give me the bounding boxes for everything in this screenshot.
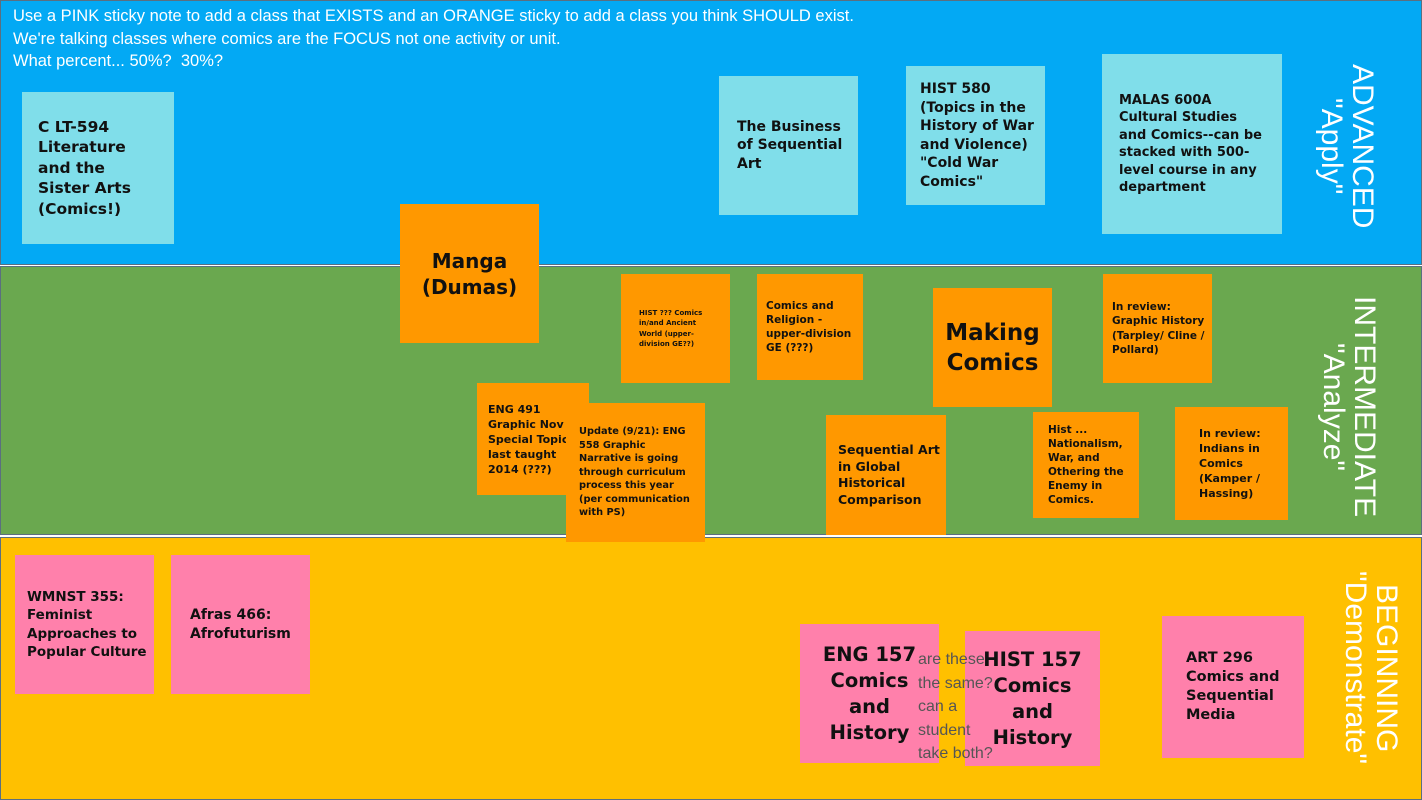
advanced-label-line2: "Apply": [1315, 97, 1348, 195]
instruction-line-1: Use a PINK sticky note to add a class th…: [13, 7, 854, 25]
sticky-note[interactable]: MALAS 600A Cultural Studies and Comics--…: [1102, 54, 1282, 234]
note-text: Hist ... Nationalism, War, and Othering …: [1048, 424, 1124, 506]
sticky-note[interactable]: Update (9/21): ENG 558 Graphic Narrative…: [566, 403, 705, 542]
sticky-note[interactable]: ART 296 Comics and Sequential Media: [1162, 616, 1304, 758]
sticky-note[interactable]: In review: Graphic History (Tarpley/ Cli…: [1103, 274, 1212, 383]
sticky-note[interactable]: Manga (Dumas): [400, 204, 539, 343]
sticky-note[interactable]: C LT-594 Literature and the Sister Arts …: [22, 92, 174, 244]
note-text: Comics and Religion - upper-division GE …: [766, 300, 852, 354]
sticky-note[interactable]: HIST 580 (Topics in the History of War a…: [906, 66, 1045, 205]
note-text: HIST 580 (Topics in the History of War a…: [920, 81, 1034, 190]
beginning-label: BEGINNING"Demonstrate": [1339, 568, 1403, 768]
instructions: Use a PINK sticky note to add a class th…: [13, 5, 854, 73]
note-text: MALAS 600A Cultural Studies and Comics--…: [1119, 92, 1262, 196]
note-text: Update (9/21): ENG 558 Graphic Narrative…: [579, 426, 690, 519]
note-text: The Business of Sequential Art: [737, 118, 843, 172]
note-text: In review: Graphic History (Tarpley/ Cli…: [1112, 300, 1205, 357]
note-text: Making Comics: [945, 319, 1040, 376]
note-text: HIST ??? Comics in/and Ancient World (up…: [639, 308, 703, 349]
sticky-note[interactable]: The Business of Sequential Art: [719, 76, 858, 215]
sticky-note[interactable]: HIST 157 Comics and History: [965, 631, 1100, 766]
sticky-note[interactable]: ENG 157 Comics and History: [800, 624, 939, 763]
comment-text[interactable]: are these the same? can a student take b…: [918, 651, 993, 762]
note-text: ENG 157 Comics and History: [822, 642, 917, 744]
note-text: Manga (Dumas): [421, 248, 518, 299]
note-text: Sequential Art in Global Historical Comp…: [838, 442, 940, 507]
sticky-note[interactable]: Making Comics: [933, 288, 1052, 407]
sticky-note[interactable]: In review: Indians in Comics (Kamper / H…: [1175, 407, 1288, 520]
sticky-note[interactable]: Comics and Religion - upper-division GE …: [757, 274, 863, 380]
note-text: ENG 491 Graphic Nov -- Special Topics, l…: [488, 402, 580, 476]
instruction-line-2: We're talking classes where comics are t…: [13, 29, 561, 48]
note-text: C LT-594 Literature and the Sister Arts …: [38, 117, 131, 218]
note-text: ART 296 Comics and Sequential Media: [1186, 650, 1280, 723]
sticky-note[interactable]: Hist ... Nationalism, War, and Othering …: [1033, 412, 1139, 518]
note-text: WMNST 355: Feminist Approaches to Popula…: [27, 588, 147, 661]
intermediate-label-line2: "Analyze": [1317, 342, 1350, 472]
sticky-note[interactable]: WMNST 355: Feminist Approaches to Popula…: [15, 555, 154, 694]
instruction-line-3: What percent... 50%? 30%?: [13, 52, 224, 70]
note-text: Afras 466: Afrofuturism: [190, 607, 291, 642]
advanced-label: ADVANCED"Apply": [1315, 56, 1379, 236]
sticky-note[interactable]: Afras 466: Afrofuturism: [171, 555, 310, 694]
intermediate-label: INTERMEDIATE"Analyze": [1317, 286, 1381, 528]
sticky-note[interactable]: Sequential Art in Global Historical Comp…: [826, 415, 946, 535]
beginning-label-line2: "Demonstrate": [1339, 571, 1372, 765]
beginning-label-line1: BEGINNING: [1370, 583, 1403, 753]
note-text: In review: Indians in Comics (Kamper / H…: [1199, 427, 1261, 500]
note-text: HIST 157 Comics and History: [983, 647, 1082, 749]
intermediate-label-line1: INTERMEDIATE: [1348, 296, 1381, 518]
sticky-note[interactable]: HIST ??? Comics in/and Ancient World (up…: [621, 274, 730, 383]
advanced-label-line1: ADVANCED: [1346, 63, 1379, 229]
